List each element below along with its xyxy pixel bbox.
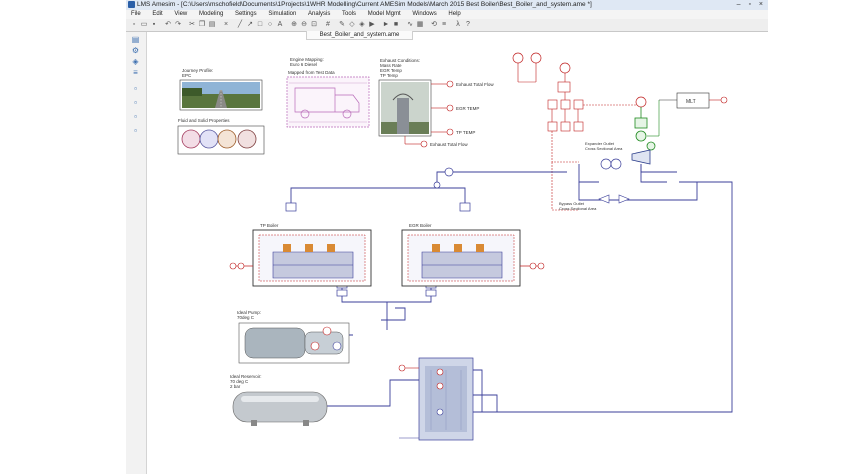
copy-icon[interactable]: ❐ [198,21,206,28]
ideal-reservoir-temp-label: 70 deg C [230,379,249,384]
menu-model-mgmt[interactable]: Model Mgmt [367,11,401,17]
exhaust-tp-temp-label: TP Temp [380,73,398,78]
model-icon[interactable]: ◈ [132,57,139,66]
egr-temp-label: EGR TEMP [456,106,479,111]
cut-icon[interactable]: ✂ [189,21,195,28]
expander-outlet-area-label: Cross Sectional Area [585,146,623,151]
arrow-tool-icon[interactable]: ↗ [247,21,253,28]
egr-boiler[interactable]: EGR Boiler [401,223,521,287]
ideal-pump-label: Ideal Pump: [237,310,261,315]
simulation-mode-icon[interactable]: ▶ [369,21,375,28]
menu-edit[interactable]: Edit [152,11,163,17]
batch-icon[interactable]: ≡ [441,21,447,28]
undo-icon[interactable]: ↶ [165,21,171,28]
open-folder-icon[interactable]: ▭ [140,21,148,28]
grid-icon[interactable]: # [326,21,330,28]
engine-mapping-block[interactable]: Engine Mapping: Euro 6 Diesel Mapped fro… [286,57,370,128]
ideal-reservoir-label: Ideal Reservoir: [230,374,262,379]
egr-boiler-label: EGR Boiler [409,223,432,228]
library-icon[interactable]: ▤ [131,35,140,44]
sketch-canvas[interactable]: Journey Profile: EPC Fluid and Solid Pro… [147,40,768,474]
tp-boiler-label: TP Boiler [260,223,279,228]
plot-icon[interactable]: ∿ [407,21,413,28]
watch-icon[interactable]: ▫ [134,126,137,135]
ideal-reservoir[interactable]: Ideal Reservoir: 70 deg C 2 bar [230,374,328,426]
left-panel: ▤ ⚙ ◈ ≡ ▫ ▫ ▫ ▫ [126,32,147,474]
title-bar: LMS Amesim - [C:\Users\mschofield\Docume… [126,0,768,10]
menu-analysis[interactable]: Analysis [308,11,331,17]
fluid-properties-block[interactable]: Fluid and Solid Properties [177,118,265,155]
ellipse-tool-icon[interactable]: ○ [267,21,273,28]
engine-mapping-label: Engine Mapping: [290,57,324,62]
fluid-properties-label: Fluid and Solid Properties [178,118,230,123]
menu-file[interactable]: File [131,11,141,17]
menu-view[interactable]: View [174,11,188,17]
main-toolbar: ▫ ▭ ▪ ↶ ↷ ✂ ❐ ▤ × ╱ ↗ □ ○ A ⊕ ⊖ ⊡ # ✎ ◇ … [126,19,768,32]
menu-tools[interactable]: Tools [342,11,357,17]
menu-bar: File Edit View Modeling Settings Simulat… [126,10,768,19]
menu-settings[interactable]: Settings [234,11,257,17]
amesim-window: LMS Amesim - [C:\Users\mschofield\Docume… [126,0,768,474]
bypass-outlet-label: Bypass Outlet [559,201,585,206]
expander-generator[interactable]: MLT [631,92,728,165]
exhaust-egr-temp-label: EGR Temp [380,68,402,73]
redo-icon[interactable]: ↷ [175,21,181,28]
component-icon[interactable]: ⚙ [131,46,140,55]
menu-help[interactable]: Help [448,11,461,17]
linear-analysis-icon[interactable]: λ [456,21,460,28]
ideal-pump-temp-label: 70deg C [237,315,255,320]
zoom-in-icon[interactable]: ⊕ [291,21,297,28]
ideal-reservoir-pressure-label: 2 bar [230,384,241,389]
document-tab[interactable]: Best_Boiler_and_system.ame [306,31,413,40]
exhaust-outputs: Exhaust Total Flow EGR TEMP TP TEMP Exha… [404,80,494,148]
exhaust-total-flow-label: Exhaust Total Flow [456,82,494,87]
bypass-outlet-area-label: Cross Sectional Area [559,206,597,211]
table-icon[interactable]: ▦ [416,21,424,28]
boiler-exhaust-ports[interactable] [229,262,545,270]
page-icon[interactable]: ▫ [134,84,137,93]
line-tool-icon[interactable]: ╱ [237,21,243,28]
journey-profile-label: Journey Profile: [182,68,213,73]
tp-boiler[interactable]: TP Boiler [252,223,372,287]
menu-simulation[interactable]: Simulation [268,11,297,17]
zoom-out-icon[interactable]: ⊖ [301,21,307,28]
expander-outlet-label: Expander Outlet [585,141,615,146]
mapped-from-test-data-label: Mapped from Test Data [288,70,335,75]
property-icon[interactable]: ▫ [134,98,137,107]
menu-windows[interactable]: Windows [412,11,437,17]
ideal-pump[interactable]: Ideal Pump: 70deg C [237,310,350,364]
new-file-icon[interactable]: ▫ [132,21,136,28]
working-fluid-circuit[interactable] [290,164,733,413]
tp-temp-label: TP TEMP [456,130,475,135]
amesim-app-icon [128,1,135,8]
zoom-fit-icon[interactable]: ⊡ [311,21,317,28]
text-tool-icon[interactable]: A [277,21,283,28]
exhaust-mass-rate-label: Mass Rate [380,63,402,68]
journey-profile-value: EPC [182,73,192,78]
exhaust-conditions-block[interactable]: Exhaust Conditions: Mass Rate EGR Temp T… [378,58,432,137]
stop-icon[interactable]: ■ [393,21,399,28]
exhaust-conditions-label: Exhaust Conditions: [380,58,420,63]
condenser[interactable] [398,357,474,441]
menu-modeling[interactable]: Modeling [198,11,224,17]
mlt-label: MLT [686,99,696,105]
control-signal-network[interactable]: Expander Outlet Cross Sectional Area Byp… [512,52,641,211]
rectangle-tool-icon[interactable]: □ [257,21,263,28]
run-icon[interactable]: ► [382,21,390,28]
submodel-mode-icon[interactable]: ◇ [349,21,355,28]
variables-icon[interactable]: ≡ [133,68,138,77]
journey-profile-block[interactable]: Journey Profile: EPC [179,68,263,111]
parameter-mode-icon[interactable]: ◈ [359,21,365,28]
paste-icon[interactable]: ▤ [208,21,216,28]
window-title: LMS Amesim - [C:\Users\mschofield\Docume… [137,1,592,8]
engine-mapping-value: Euro 6 Diesel [290,62,317,67]
save-icon[interactable]: ▪ [152,21,156,28]
delete-icon[interactable]: × [223,21,229,28]
window-controls[interactable]: – ▫ × [736,1,766,8]
sketch-mode-icon[interactable]: ✎ [339,21,345,28]
help-icon[interactable]: ? [466,21,470,28]
exhaust-total-flow-2-label: Exhaust Total Flow [430,142,468,147]
graph-icon[interactable]: ▫ [134,112,137,121]
replay-icon[interactable]: ⟲ [431,21,437,28]
